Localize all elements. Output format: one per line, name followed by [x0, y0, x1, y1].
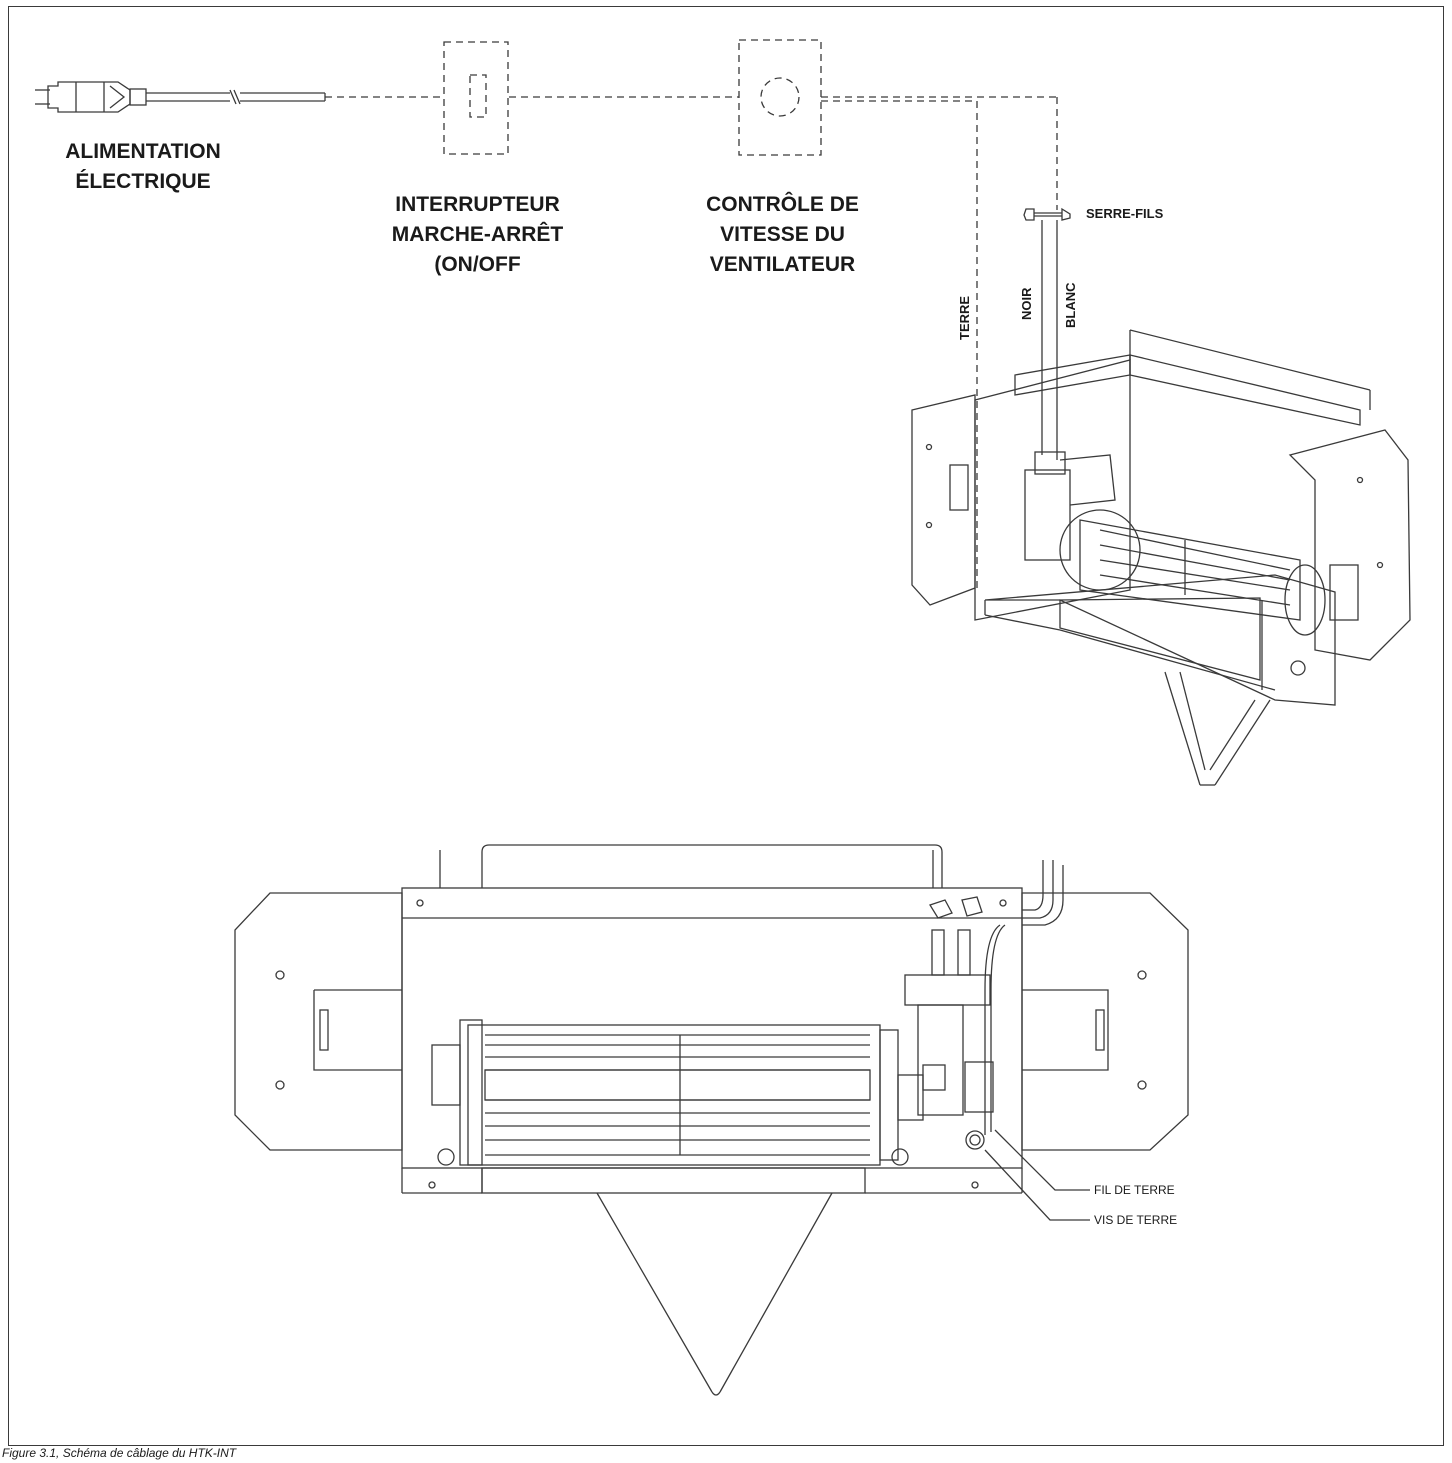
ground-screw-callout: VIS DE TERRE [1094, 1213, 1178, 1227]
speed-control-label: CONTRÔLE DE VITESSE DU VENTILATEUR [675, 190, 890, 280]
switch-line-1: INTERRUPTEUR [395, 193, 560, 216]
dashed-wires [325, 96, 1058, 590]
ground-wire-callout: FIL DE TERRE [1094, 1183, 1175, 1197]
switch-line-2: MARCHE-ARRÊT [391, 223, 564, 246]
power-plug-icon [35, 81, 326, 113]
ground-wire-tag: TERRE [957, 295, 972, 340]
heater-front-view [234, 844, 1189, 1396]
power-supply-line-1: ALIMENTATION [65, 140, 221, 163]
speed-control-line-3: VENTILATEUR [709, 253, 856, 276]
wire-nuts-label: SERRE-FILS [1086, 206, 1164, 221]
figure-caption: Figure 3.1, Schéma de câblage du HTK-INT [2, 1446, 237, 1460]
heater-iso-view [911, 329, 1411, 786]
callout-leaders [984, 1129, 1090, 1221]
switch-label: INTERRUPTEUR MARCHE-ARRÊT (ON/OFF [370, 190, 585, 280]
power-supply-label: ALIMENTATION ÉLECTRIQUE [38, 137, 248, 197]
switch-line-3: (ON/OFF [434, 253, 521, 276]
black-wire-tag: NOIR [1019, 287, 1034, 321]
switch-icon [443, 41, 509, 155]
figure-frame [8, 6, 1444, 1446]
speed-dial-icon [738, 39, 822, 156]
speed-control-line-1: CONTRÔLE DE [706, 193, 859, 216]
wire-nut-icon [1023, 207, 1071, 221]
white-wire-tag: BLANC [1063, 282, 1078, 329]
power-supply-line-2: ÉLECTRIQUE [75, 170, 211, 193]
speed-control-line-2: VITESSE DU [720, 223, 845, 246]
